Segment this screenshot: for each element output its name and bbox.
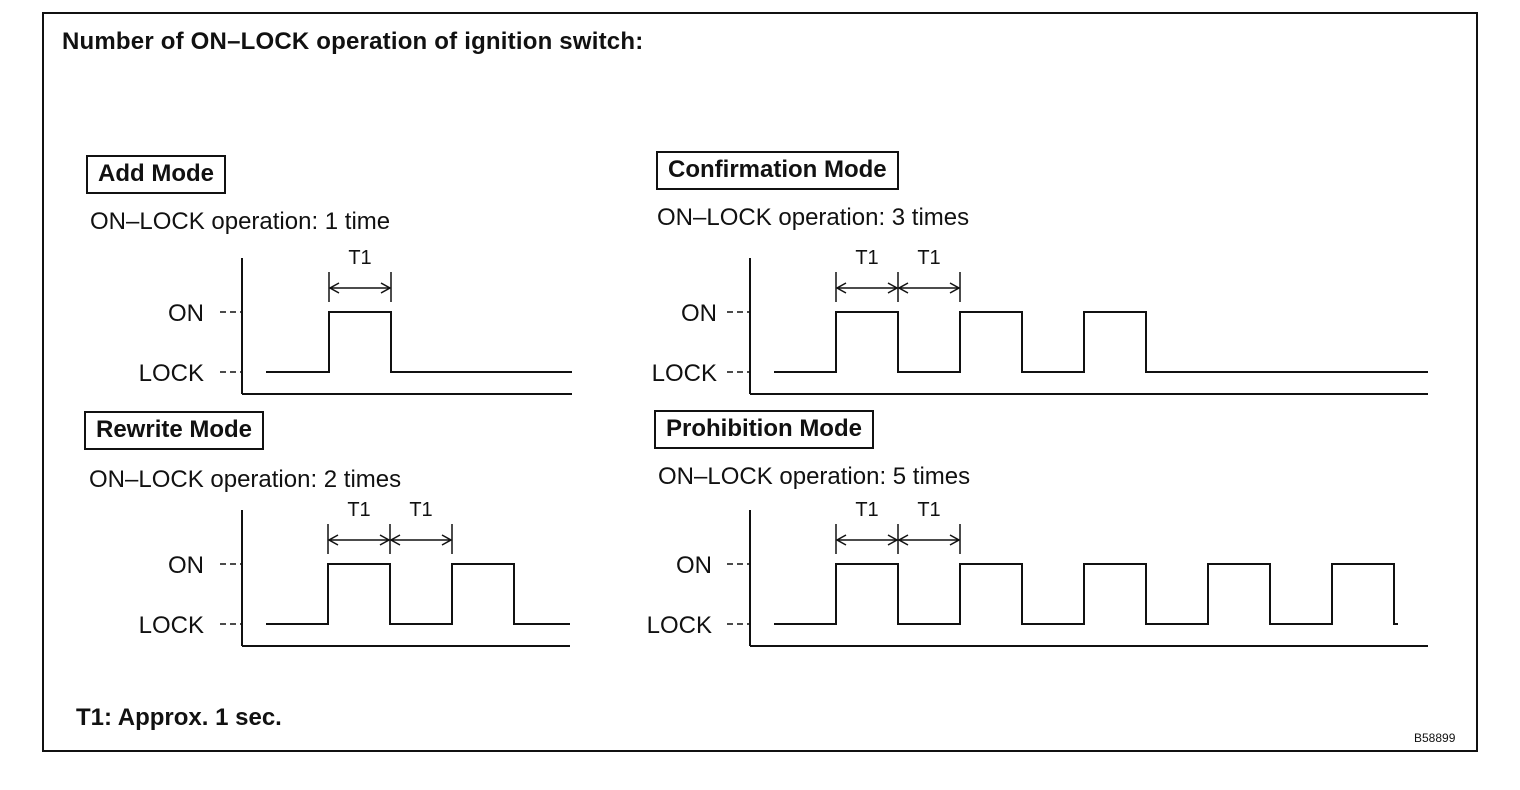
on-level-label: ON xyxy=(681,300,717,327)
add-mode-operation: ON–LOCK operation: 1 time xyxy=(90,208,391,235)
on-level-label: ON xyxy=(168,300,204,327)
arrowhead-right xyxy=(949,534,961,546)
arrowhead-left xyxy=(328,282,340,294)
t1-interval-label: T1 xyxy=(917,499,940,521)
arrowhead-right xyxy=(887,534,899,546)
add-timing-chart: ON LOCK T1 xyxy=(139,247,572,395)
lock-level-label: LOCK xyxy=(652,360,717,387)
t1-interval-label: T1 xyxy=(855,499,878,521)
lock-level-label: LOCK xyxy=(139,360,204,387)
t1-interval-label: T1 xyxy=(348,247,371,269)
signal-waveform xyxy=(266,563,570,625)
on-level-label: ON xyxy=(168,552,204,579)
on-level-label: ON xyxy=(676,552,712,579)
prohibition-mode-operation: ON–LOCK operation: 5 times xyxy=(658,463,971,490)
rewrite-mode-title: Rewrite Mode xyxy=(84,411,265,450)
arrowhead-right xyxy=(887,282,899,294)
rewrite-timing-chart: ON LOCK T1 T1 xyxy=(139,499,570,647)
confirmation-mode-operation: ON–LOCK operation: 3 times xyxy=(657,204,970,231)
lock-level-label: LOCK xyxy=(647,612,712,639)
signal-waveform xyxy=(266,311,572,373)
arrowhead-left xyxy=(389,534,401,546)
page-title: Number of ON–LOCK operation of ignition … xyxy=(62,28,644,55)
confirmation-mode-title: Confirmation Mode xyxy=(656,151,899,190)
add-mode-title: Add Mode xyxy=(86,155,226,194)
t1-interval-label: T1 xyxy=(347,499,370,521)
t1-interval-label: T1 xyxy=(855,247,878,269)
t1-footnote: T1: Approx. 1 sec. xyxy=(76,704,282,731)
arrowhead-right xyxy=(379,534,391,546)
t1-interval-label: T1 xyxy=(917,247,940,269)
arrowhead-left xyxy=(897,534,909,546)
arrowhead-left xyxy=(897,282,909,294)
figure-frame xyxy=(42,12,1478,752)
arrowhead-left xyxy=(835,282,847,294)
figure-id: B58899 xyxy=(1414,731,1456,745)
signal-waveform xyxy=(774,563,1398,625)
arrowhead-right xyxy=(441,534,453,546)
rewrite-mode-operation: ON–LOCK operation: 2 times xyxy=(89,466,402,493)
signal-waveform xyxy=(774,311,1428,373)
lock-level-label: LOCK xyxy=(139,612,204,639)
confirmation-timing-chart: ON LOCK T1 T1 xyxy=(652,247,1428,395)
t1-interval-label: T1 xyxy=(409,499,432,521)
arrowhead-right xyxy=(949,282,961,294)
arrowhead-left xyxy=(327,534,339,546)
arrowhead-left xyxy=(835,534,847,546)
arrowhead-right xyxy=(380,282,392,294)
prohibition-timing-chart: ON LOCK T1 T1 xyxy=(647,499,1428,647)
prohibition-mode-title: Prohibition Mode xyxy=(654,410,874,449)
